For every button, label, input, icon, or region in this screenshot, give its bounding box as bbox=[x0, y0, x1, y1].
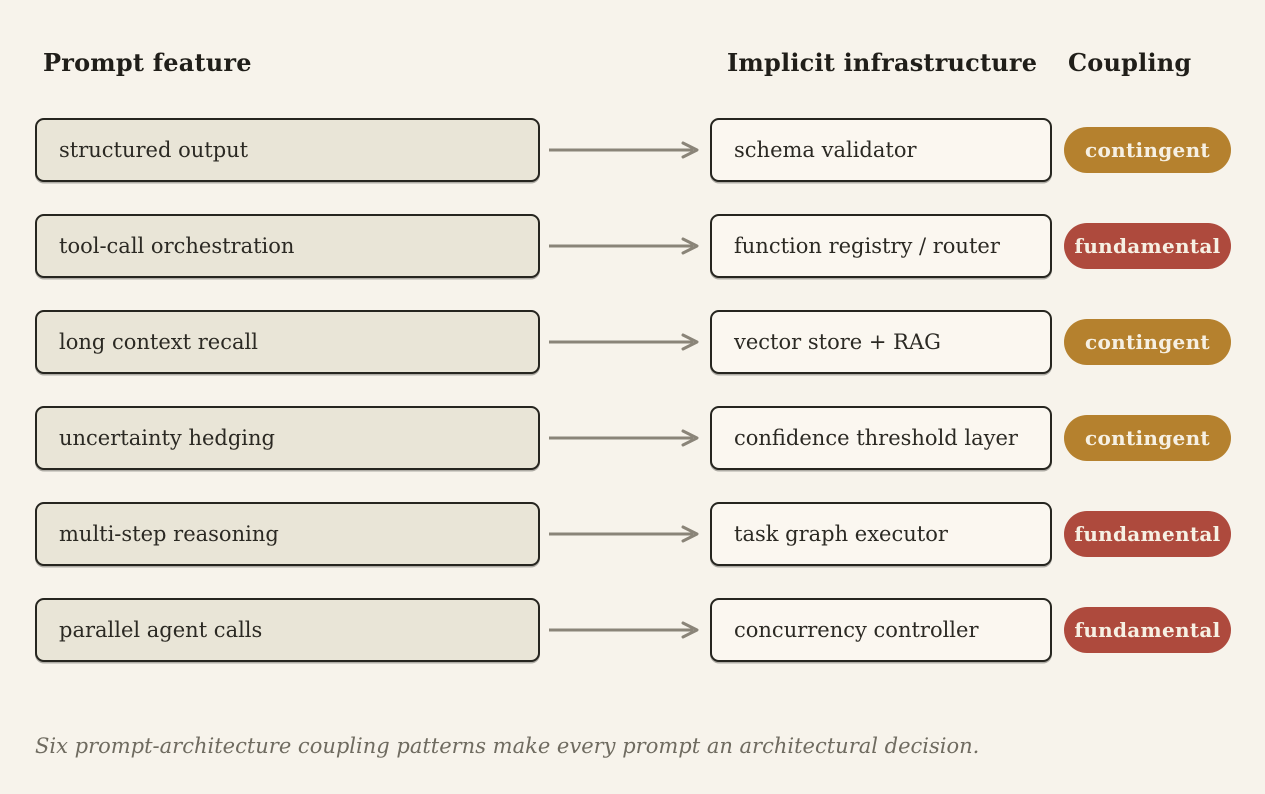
feature-box: multi-step reasoning bbox=[35, 502, 540, 566]
infrastructure-box: function registry / router bbox=[710, 214, 1052, 278]
arrow-icon bbox=[540, 428, 710, 448]
column-header-coupling: Coupling bbox=[1068, 48, 1192, 77]
infrastructure-box: confidence threshold layer bbox=[710, 406, 1052, 470]
feature-box: uncertainty hedging bbox=[35, 406, 540, 470]
coupling-badge: contingent bbox=[1064, 127, 1231, 173]
coupling-badge: fundamental bbox=[1064, 223, 1231, 269]
feature-box: structured output bbox=[35, 118, 540, 182]
arrow-icon bbox=[540, 620, 710, 640]
coupling-badge: contingent bbox=[1064, 319, 1231, 365]
arrow-icon bbox=[540, 332, 710, 352]
infrastructure-box: concurrency controller bbox=[710, 598, 1052, 662]
mapping-row: long context recall vector store + RAG c… bbox=[35, 310, 1231, 374]
coupling-badge: contingent bbox=[1064, 415, 1231, 461]
column-header-prompt-feature: Prompt feature bbox=[43, 48, 252, 77]
column-header-implicit-infrastructure: Implicit infrastructure bbox=[727, 48, 1038, 77]
coupling-badge: fundamental bbox=[1064, 511, 1231, 557]
coupling-badge: fundamental bbox=[1064, 607, 1231, 653]
mapping-row: parallel agent calls concurrency control… bbox=[35, 598, 1231, 662]
arrow-icon bbox=[540, 140, 710, 160]
feature-box: tool-call orchestration bbox=[35, 214, 540, 278]
feature-box: parallel agent calls bbox=[35, 598, 540, 662]
mapping-row: uncertainty hedging confidence threshold… bbox=[35, 406, 1231, 470]
feature-box: long context recall bbox=[35, 310, 540, 374]
mapping-row: structured output schema validator conti… bbox=[35, 118, 1231, 182]
infrastructure-box: vector store + RAG bbox=[710, 310, 1052, 374]
arrow-icon bbox=[540, 236, 710, 256]
arrow-icon bbox=[540, 524, 710, 544]
caption: Six prompt-architecture coupling pattern… bbox=[35, 734, 980, 758]
infrastructure-box: task graph executor bbox=[710, 502, 1052, 566]
infrastructure-box: schema validator bbox=[710, 118, 1052, 182]
mapping-row: tool-call orchestration function registr… bbox=[35, 214, 1231, 278]
mapping-row: multi-step reasoning task graph executor… bbox=[35, 502, 1231, 566]
mapping-rows: structured output schema validator conti… bbox=[35, 118, 1231, 662]
